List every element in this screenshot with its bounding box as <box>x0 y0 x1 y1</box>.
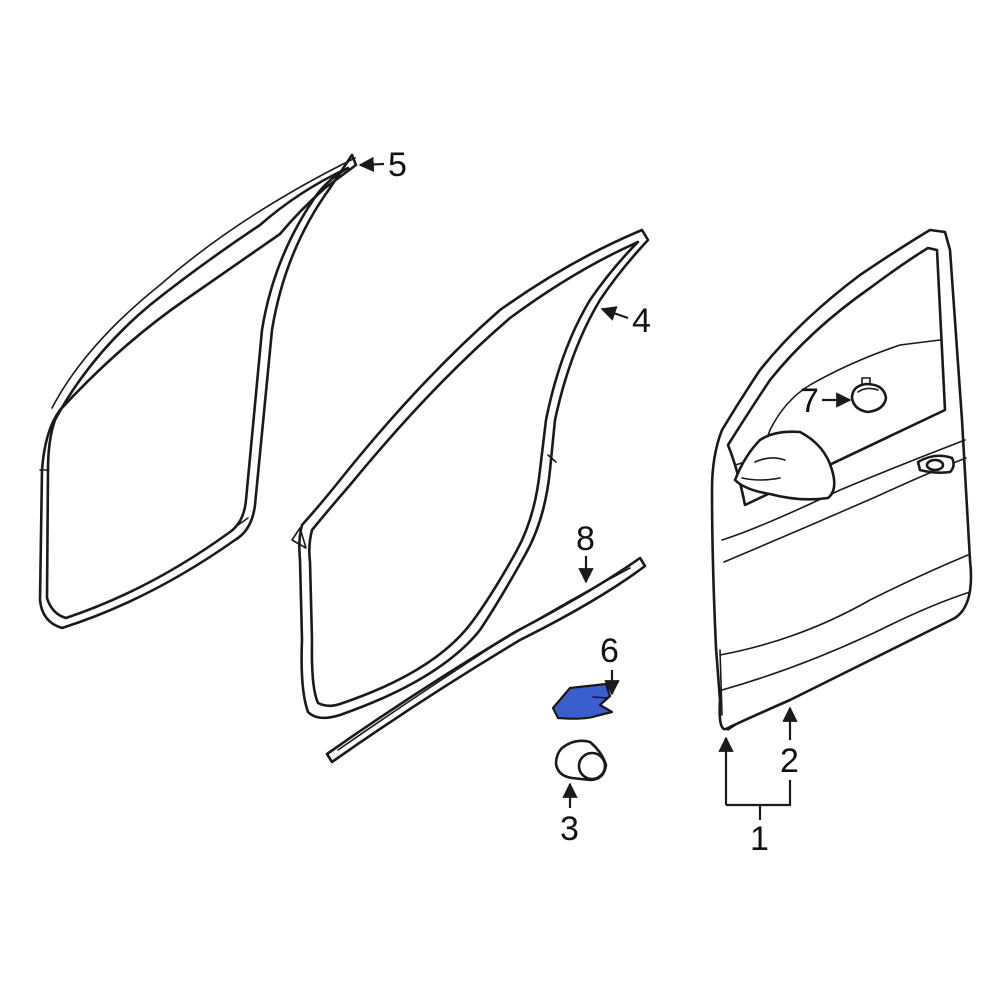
side-mirror <box>733 430 836 501</box>
door-shell-part-2 <box>710 228 973 731</box>
callout-8: 8 <box>576 520 595 558</box>
callout-3: 3 <box>560 810 579 848</box>
door-handle <box>916 454 955 474</box>
leader-1-bracket <box>726 780 792 807</box>
sill-trim-part-8 <box>325 556 647 764</box>
callout-7: 7 <box>800 382 819 420</box>
callout-5: 5 <box>388 146 407 184</box>
leader-lines <box>358 156 852 820</box>
weatherstrip-door-part-4 <box>291 228 650 720</box>
bumper-plug-part-3 <box>554 739 608 782</box>
callout-4: 4 <box>632 302 651 340</box>
weatherstrip-outer-part-5 <box>38 153 358 630</box>
callout-1: 1 <box>750 820 769 858</box>
leader-4 <box>600 306 629 321</box>
callout-6: 6 <box>600 632 619 670</box>
clip-part-7 <box>850 377 888 414</box>
leader-5 <box>358 156 385 173</box>
callout-2: 2 <box>780 742 799 780</box>
bracket-part-6 <box>551 682 614 720</box>
callout-labels: 5 4 8 6 3 7 2 1 <box>388 146 819 858</box>
